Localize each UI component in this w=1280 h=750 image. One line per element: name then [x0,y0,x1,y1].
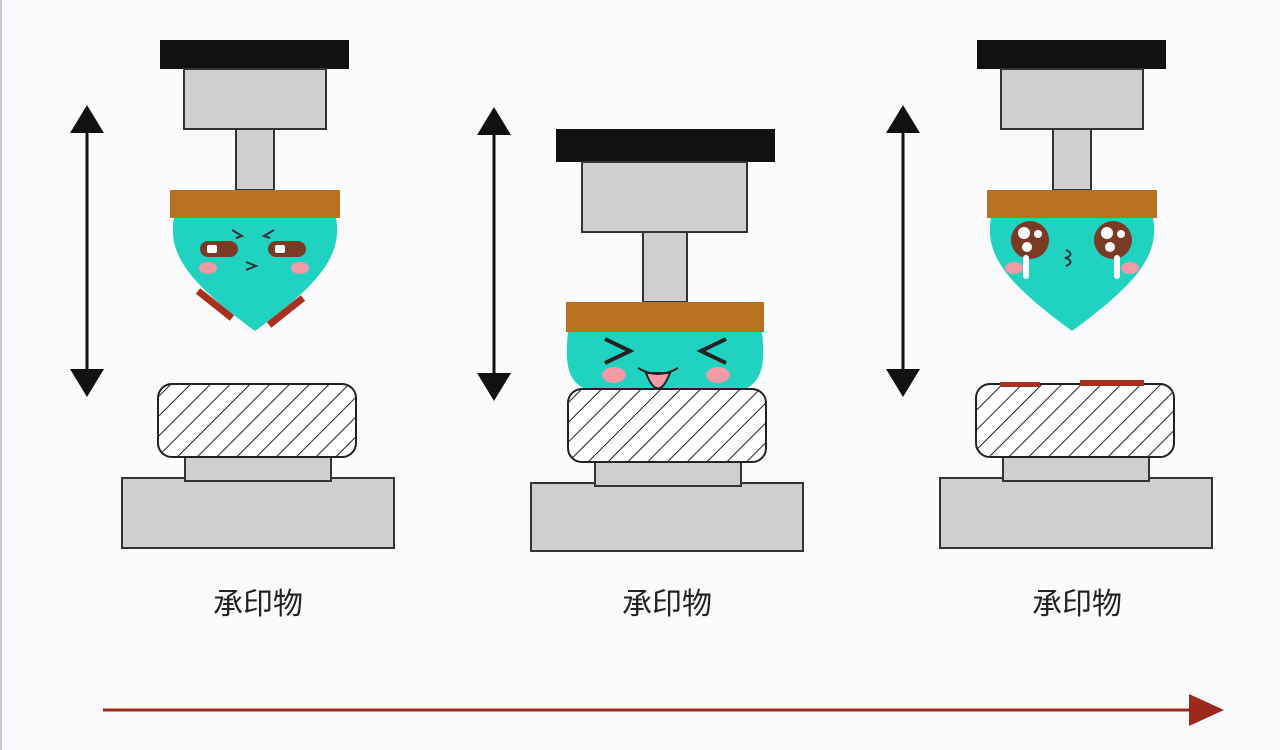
base-plate [939,477,1213,549]
press-block [183,68,327,130]
platen [556,129,775,162]
press-shaft [642,231,688,303]
base-plate [530,482,804,552]
page-left-border [0,0,2,750]
double-vertical-arrow-icon [477,107,511,401]
press-block [581,161,748,233]
stage-2: 承印物 [477,107,804,622]
left-eye [1011,221,1049,259]
pad-holder [987,190,1157,218]
pad-holder [170,190,340,218]
printed-ink-right [1080,380,1144,386]
ink-left [195,288,235,321]
stage-3: 承印物 [886,40,1213,622]
platen [160,40,349,69]
substrate [975,383,1175,458]
substrate-fixture [530,388,804,552]
silicone-pad-squished-face [566,332,764,390]
right-blush [706,367,730,383]
substrate-label: 承印物 [1032,587,1122,622]
press-shaft [1052,128,1092,191]
mouth [245,261,259,271]
press-head [977,40,1166,218]
right-blush [291,262,309,274]
left-blush [1005,262,1023,274]
silicone-pad-teary-face [989,218,1155,331]
left-brow [231,229,245,239]
press-head [556,129,775,332]
base-plate [121,477,395,549]
right-arrow-icon [103,694,1224,726]
base-riser [184,454,332,482]
silicone-pad [172,218,338,331]
mouth [1063,249,1072,267]
press-block [1000,68,1144,130]
right-brow [261,229,275,239]
left-eye [604,337,635,365]
right-eye [696,337,727,365]
platen [977,40,1166,69]
double-vertical-arrow-icon [886,105,920,397]
substrate [567,388,767,463]
substrate [157,383,357,458]
substrate-label: 承印物 [213,587,303,622]
base-riser [1002,454,1150,482]
substrate-label: 承印物 [622,587,712,622]
left-blush [602,367,626,383]
substrate-fixture [939,380,1213,549]
pad-holder [566,302,764,332]
substrate-fixture [121,383,395,549]
press-shaft [235,128,275,191]
right-eye [268,241,306,257]
mouth [637,367,679,375]
right-eye [1094,221,1132,259]
right-blush [1121,262,1139,274]
printed-ink-left [1000,382,1040,387]
press-head [160,40,349,218]
left-blush [199,262,217,274]
base-riser [594,459,742,487]
silicone-pad-angry-face [172,218,338,331]
double-vertical-arrow-icon [70,105,104,397]
stage-1: 承印物 [70,40,395,622]
ink-right [266,295,306,328]
left-eye [200,241,238,257]
